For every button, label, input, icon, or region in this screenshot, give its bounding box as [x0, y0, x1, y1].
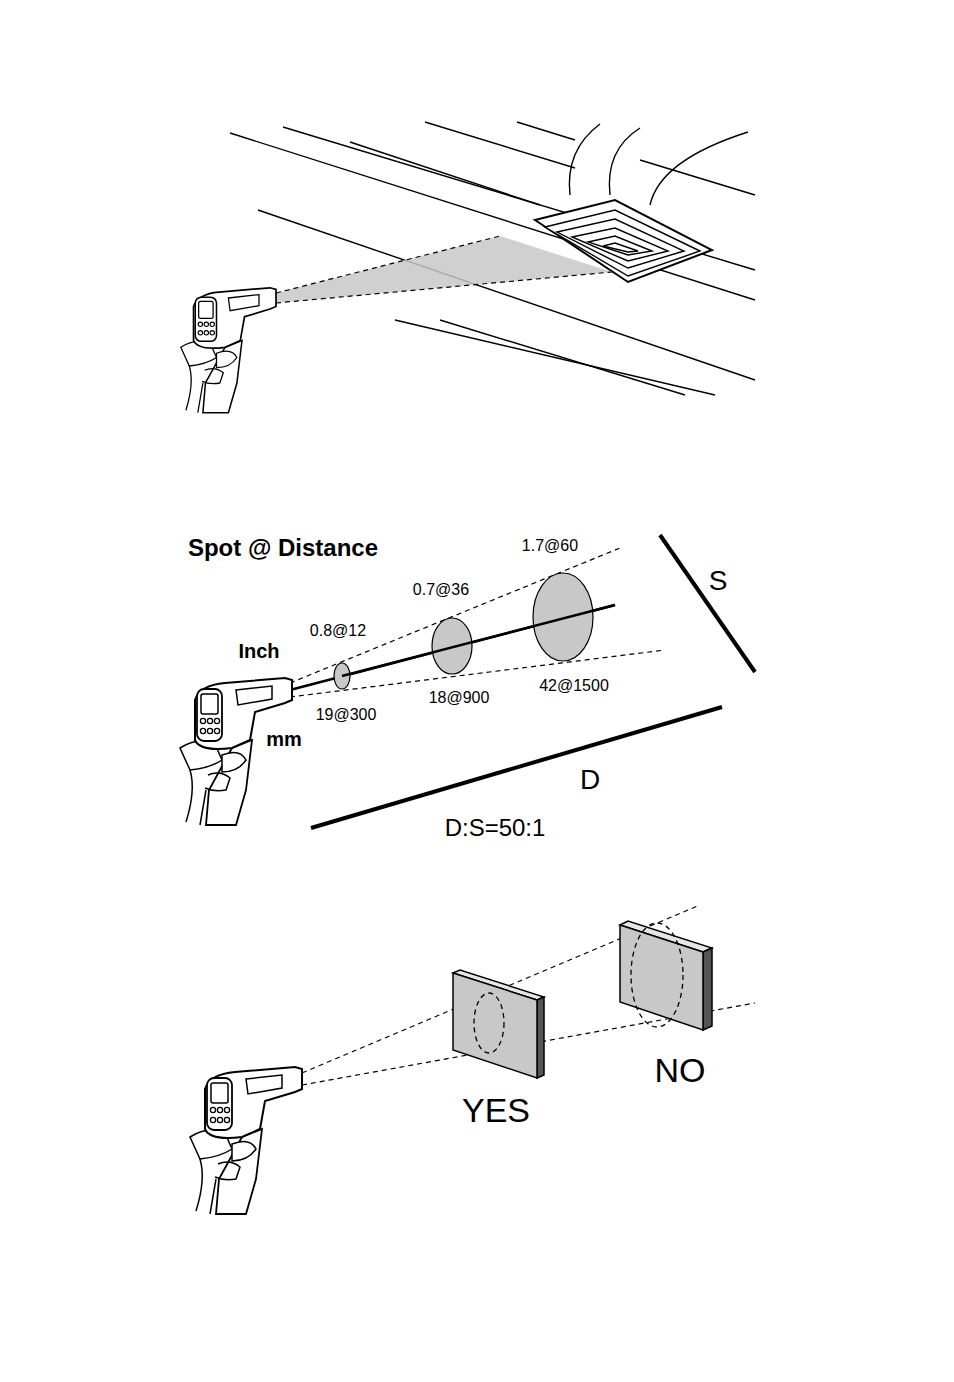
verdict-label: NO	[655, 1053, 706, 1087]
spot-label: 42@1500	[539, 678, 609, 694]
verdict-label: YES	[462, 1093, 530, 1127]
spot-label: 0.7@36	[413, 582, 469, 598]
spot-label: 18@900	[429, 690, 490, 706]
heading: Spot @ Distance	[188, 536, 378, 560]
spot-label: 0.8@12	[310, 623, 366, 639]
spot-label: 19@300	[316, 707, 377, 723]
unit-label: Inch	[238, 641, 279, 661]
unit-label: mm	[266, 729, 302, 749]
ratio-label: D:S=50:1	[445, 816, 546, 840]
spot-label: 1.7@60	[522, 538, 578, 554]
dimension-label: S	[709, 567, 728, 595]
dimension-label: D	[580, 766, 600, 794]
